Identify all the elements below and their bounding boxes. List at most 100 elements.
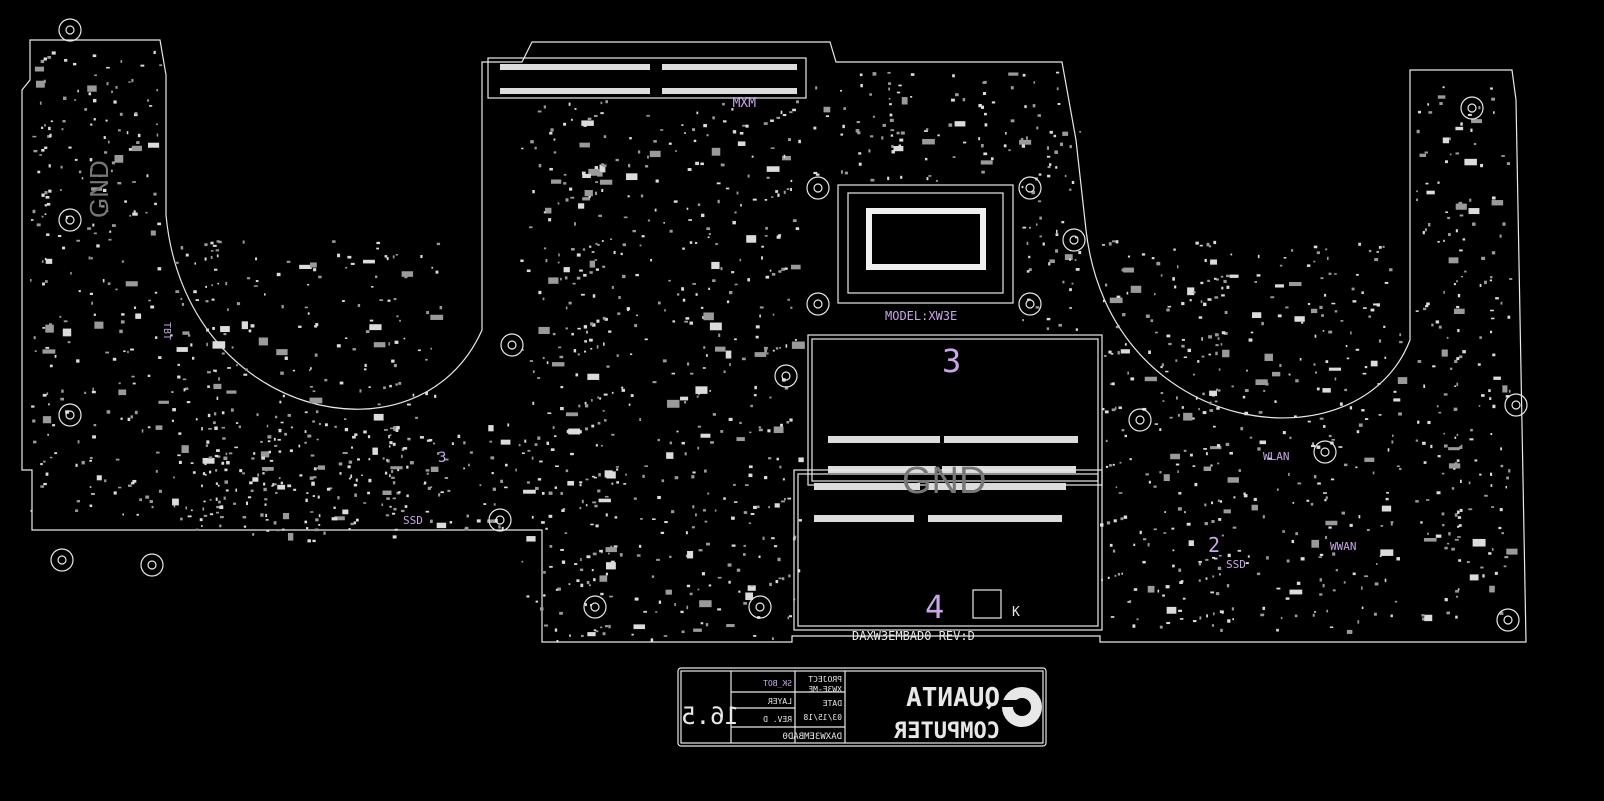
pad <box>318 275 322 279</box>
pad <box>1479 473 1482 476</box>
date-value: 03/15/18 <box>803 713 842 722</box>
pad <box>575 373 579 377</box>
pad <box>135 313 142 319</box>
pad <box>563 267 570 273</box>
pad <box>401 454 403 458</box>
pad <box>779 465 782 469</box>
pad <box>565 469 569 473</box>
pad <box>1477 363 1481 366</box>
pad <box>1162 594 1165 597</box>
pad <box>539 460 543 463</box>
pad <box>1454 436 1457 439</box>
pad <box>1159 428 1162 432</box>
pad <box>1156 261 1161 266</box>
pad <box>858 152 862 155</box>
pad <box>1188 540 1194 546</box>
pad <box>1352 572 1356 576</box>
pad <box>37 170 41 174</box>
pad <box>1177 507 1182 511</box>
pad <box>1325 520 1338 526</box>
pad <box>665 589 672 595</box>
pad <box>1201 337 1203 341</box>
pad <box>1198 560 1202 564</box>
pad <box>133 306 137 309</box>
pad <box>733 483 736 486</box>
pad <box>406 494 409 498</box>
pad <box>93 232 97 235</box>
pad <box>1177 413 1180 417</box>
pad <box>299 474 303 477</box>
pad <box>1334 377 1337 381</box>
pad <box>692 128 696 132</box>
pad <box>1263 389 1266 392</box>
pad <box>651 575 655 578</box>
pad <box>609 595 613 598</box>
pad <box>337 496 340 500</box>
pad <box>177 375 181 379</box>
mounting-hole <box>500 333 524 357</box>
pad <box>368 458 371 461</box>
pad <box>205 285 208 288</box>
pad <box>392 442 396 446</box>
pad <box>761 256 763 260</box>
pad <box>316 438 319 441</box>
pad <box>392 481 396 485</box>
key-marker: K <box>1012 605 1020 620</box>
pad <box>507 423 510 427</box>
pad <box>451 442 454 446</box>
pad <box>1428 111 1433 114</box>
pad <box>535 600 539 603</box>
pad <box>1362 372 1367 375</box>
pad <box>1364 575 1369 578</box>
pad <box>1289 589 1303 595</box>
pad <box>745 124 749 128</box>
pad <box>887 176 890 181</box>
pad <box>1455 595 1458 598</box>
pad <box>560 277 562 281</box>
pad <box>1455 615 1458 619</box>
pad <box>1161 363 1164 367</box>
pad <box>1208 335 1213 339</box>
pad <box>1324 293 1327 297</box>
mxm-label: MXM <box>732 96 756 111</box>
pad <box>393 364 397 368</box>
pad <box>675 150 677 152</box>
pad <box>1394 600 1398 603</box>
pad <box>1190 453 1193 457</box>
pad <box>89 504 93 508</box>
pad <box>770 119 774 122</box>
pad <box>1024 105 1027 109</box>
pad <box>792 108 796 112</box>
pad <box>317 465 325 470</box>
pad <box>928 175 932 177</box>
board-size: 16.5 <box>681 702 739 730</box>
pad <box>1174 285 1177 289</box>
pad <box>228 452 233 455</box>
pad <box>567 480 575 486</box>
pad <box>114 154 124 163</box>
pad <box>1166 334 1171 338</box>
pad <box>1198 316 1203 319</box>
pad <box>1215 278 1220 281</box>
pad <box>887 82 892 85</box>
pad <box>561 560 566 564</box>
pad <box>1285 597 1290 600</box>
pad <box>697 588 700 591</box>
pad <box>1455 590 1459 593</box>
pad <box>430 466 439 472</box>
pad <box>221 461 225 465</box>
pad <box>250 489 254 492</box>
pad <box>185 253 189 257</box>
pad <box>1219 573 1221 576</box>
mounting-hole <box>806 176 830 200</box>
pad <box>588 168 600 176</box>
pad <box>1458 524 1462 527</box>
pad <box>636 554 641 557</box>
pad <box>813 171 818 175</box>
pad <box>615 466 619 468</box>
pad <box>1319 417 1324 420</box>
pad <box>674 476 679 480</box>
pad <box>1242 395 1246 399</box>
pad <box>1200 281 1204 285</box>
pad <box>1435 534 1442 538</box>
